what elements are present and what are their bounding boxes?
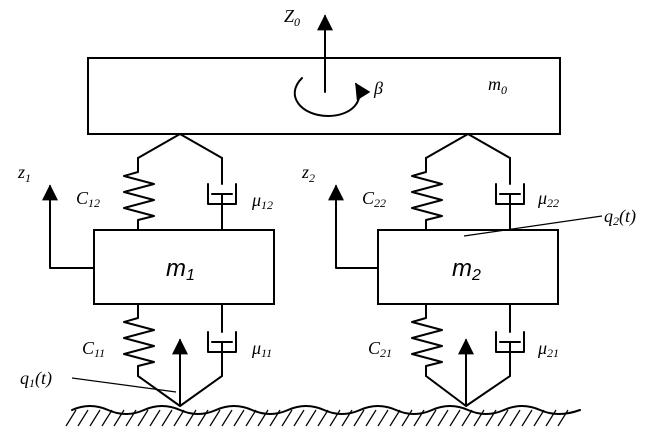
ground-hatch xyxy=(485,409,497,427)
m1-label: m1 xyxy=(166,255,195,284)
ground-hatch xyxy=(557,409,569,427)
ground-hatch xyxy=(185,409,197,427)
c12-label: C12 xyxy=(76,188,100,210)
ground-hatch xyxy=(365,409,377,427)
ground-hatch xyxy=(425,409,437,427)
ground-hatch xyxy=(401,409,413,427)
spring-c11 xyxy=(123,303,155,377)
ground-hatch xyxy=(197,409,209,427)
damper-mu21 xyxy=(495,303,525,377)
q1-leader xyxy=(71,377,177,393)
ground-hatch xyxy=(545,409,557,427)
ground-hatch xyxy=(161,409,173,427)
right-lower-linkage xyxy=(425,375,511,407)
ground-hatch xyxy=(449,409,461,427)
m2-label: m2 xyxy=(452,255,481,284)
z1-arrow xyxy=(42,184,95,269)
ground-hatch xyxy=(245,409,257,427)
right-upper-linkage xyxy=(425,133,511,159)
ground-hatch xyxy=(89,409,101,427)
q1-label: q1(t) xyxy=(20,368,52,390)
z2-arrow xyxy=(328,184,379,269)
ground-hatch xyxy=(293,409,305,427)
ground-hatch xyxy=(233,409,245,427)
z1-label: z1 xyxy=(17,162,31,185)
ground-hatch xyxy=(173,409,185,427)
ground-hatch xyxy=(509,409,521,427)
rotation-arrow xyxy=(293,77,371,117)
ground-hatch xyxy=(305,409,317,427)
ground-hatch xyxy=(125,409,137,427)
ground-hatch xyxy=(413,409,425,427)
ground-hatch xyxy=(473,409,485,427)
q2-leader xyxy=(463,215,603,237)
mu21-label: μ21 xyxy=(537,338,559,360)
ground-hatch xyxy=(257,409,269,427)
ground-hatch xyxy=(281,409,293,427)
ground-hatch xyxy=(521,409,533,427)
ground-hatch xyxy=(461,409,473,427)
ground-hatch xyxy=(113,409,125,427)
spring-c12 xyxy=(123,157,155,231)
ground-hatch xyxy=(221,409,233,427)
z2-label: z2 xyxy=(301,162,315,185)
damper-mu12 xyxy=(207,157,237,231)
ground-hatch xyxy=(437,409,449,427)
mass-m2 xyxy=(377,229,559,305)
left-upper-linkage xyxy=(137,133,223,159)
spring-c21 xyxy=(411,303,443,377)
z0-label: Z0 xyxy=(284,6,300,29)
damper-mu22 xyxy=(495,157,525,231)
c11-label: C11 xyxy=(82,338,105,360)
ground-hatch xyxy=(497,409,509,427)
mu11-label: μ11 xyxy=(251,338,272,360)
ground-hatch xyxy=(137,409,149,427)
ground-hatch xyxy=(209,409,221,427)
ground-hatch xyxy=(329,409,341,427)
ground-hatch xyxy=(65,409,77,427)
left-lower-linkage xyxy=(137,375,223,407)
ground-hatch xyxy=(149,409,161,427)
ground-hatch xyxy=(389,409,401,427)
ground xyxy=(65,405,581,427)
spring-c22 xyxy=(411,157,443,231)
ground-hatch xyxy=(101,409,113,427)
ground-hatch xyxy=(317,409,329,427)
ground-hatch xyxy=(77,409,89,427)
ground-hatch xyxy=(533,409,545,427)
ground-hatch xyxy=(341,409,353,427)
ground-hatch xyxy=(377,409,389,427)
c22-label: C22 xyxy=(362,188,386,210)
mu22-label: μ22 xyxy=(537,188,559,210)
beta-label: β xyxy=(373,78,383,98)
ground-hatch xyxy=(269,409,281,427)
damper-mu11 xyxy=(207,303,237,377)
c21-label: C21 xyxy=(368,338,392,360)
mu12-label: μ12 xyxy=(251,190,273,212)
m0-label: m0 xyxy=(488,74,507,97)
ground-hatch xyxy=(353,409,365,427)
q2-label: q2(t) xyxy=(604,206,636,228)
